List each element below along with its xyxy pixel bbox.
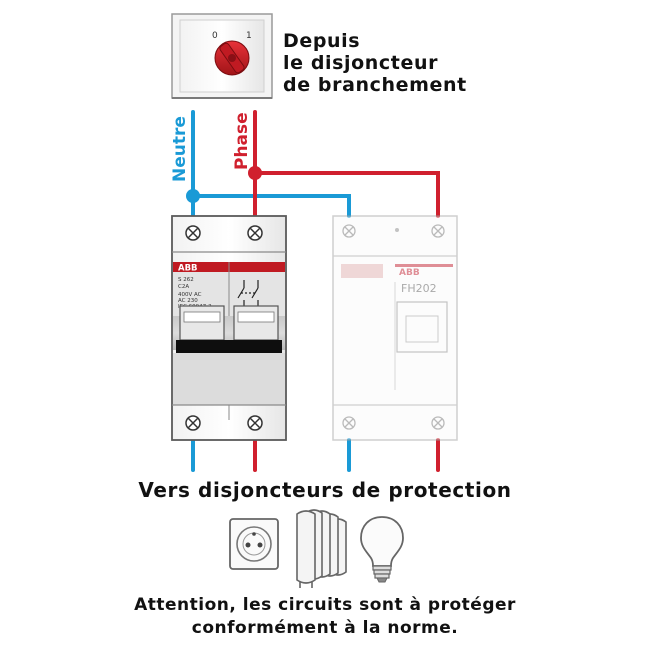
ghost-breaker-fh202: ABB FH202 (332, 215, 458, 441)
source-line: Depuis (283, 30, 361, 52)
phase-label: Phase (232, 112, 252, 170)
ghost-model: FH202 (401, 282, 437, 295)
toggle-lever-right (233, 305, 279, 341)
main-breaker: ABB S 262 C2A 400V AC AC 230 IEC 60947-2 (171, 215, 287, 441)
spec-line: S 262 (178, 277, 194, 283)
warning-line: conformément à la norme. (191, 618, 459, 638)
phase-junction (248, 166, 262, 180)
terminal-top-phase (247, 225, 263, 241)
source-label: Depuis le disjoncteur de branchement (283, 30, 467, 96)
spec-line: AC 230 (178, 298, 198, 304)
neutral-label: Neutre (170, 116, 190, 182)
toggle-lever-left (179, 305, 225, 341)
ghost-brand: ABB (399, 268, 420, 278)
switch-position-off: 0 (212, 31, 218, 41)
lever-slot (176, 340, 282, 353)
terminal-bottom-phase (247, 415, 263, 431)
source-line: de branchement (283, 74, 467, 96)
socket-icon (229, 518, 279, 570)
radiator-icon (296, 509, 347, 588)
warning-caption: Attention, les circuits sont à protéger … (0, 594, 650, 640)
source-switch: 0 1 (171, 13, 273, 99)
source-line: le disjoncteur (283, 52, 439, 74)
terminal-bottom-neutral (185, 415, 201, 431)
protection-caption: Vers disjoncteurs de protection (138, 478, 512, 502)
spec-line: C2A (178, 284, 189, 290)
warning-line: Attention, les circuits sont à protéger (134, 595, 516, 615)
main-brand: ABB (178, 264, 198, 274)
spec-line: 400V AC (178, 292, 202, 298)
phase-wires (253, 110, 440, 472)
light-bulb-icon (360, 516, 404, 583)
terminal-top-neutral (185, 225, 201, 241)
neutral-junction (186, 189, 200, 203)
switch-knob (214, 40, 250, 76)
switch-position-on: 1 (246, 31, 252, 41)
